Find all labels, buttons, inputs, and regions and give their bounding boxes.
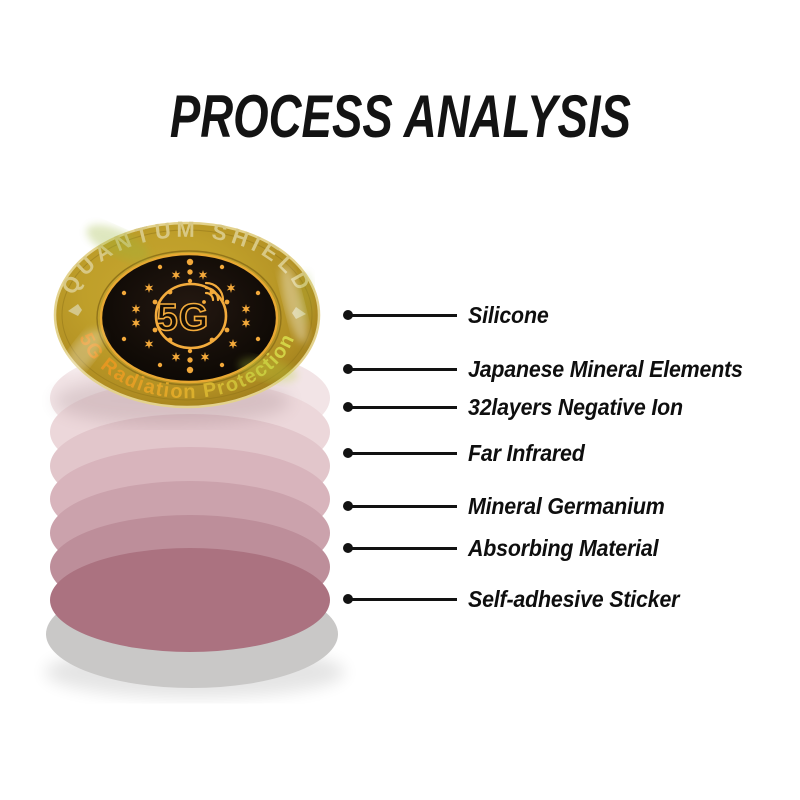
page-title-text: PROCESS ANALYSIS — [169, 83, 631, 150]
badge-center-text: 5G — [157, 297, 210, 339]
5g-emblem: 5G — [154, 281, 228, 350]
holo-highlights — [64, 224, 313, 383]
layer-disc — [50, 548, 330, 652]
badge-black-center — [99, 252, 279, 384]
quantum-shield-badge: 5G QUANTUM SHIELD 5G Radiation Protectio… — [53, 217, 321, 409]
signal-arcs-icon — [204, 281, 225, 302]
band-arrow-left-icon — [68, 304, 82, 316]
page-title: PROCESS ANALYSIS — [0, 84, 800, 150]
star-dot-pattern — [121, 258, 261, 374]
